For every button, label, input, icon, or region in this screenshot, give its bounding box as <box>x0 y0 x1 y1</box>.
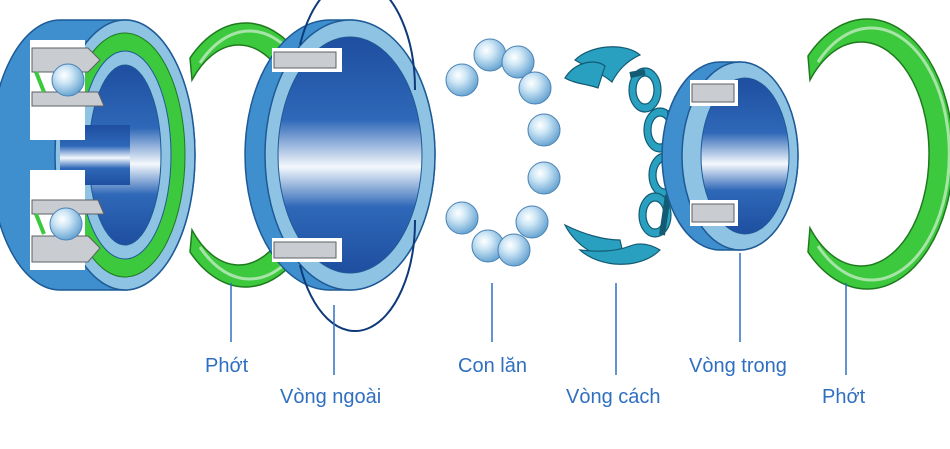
ball <box>515 205 549 239</box>
outer-ring <box>244 0 436 333</box>
assembled-bearing <box>0 19 196 291</box>
label-outer-ring: Vòng ngoài <box>280 386 382 408</box>
ball <box>445 63 479 97</box>
label-cage: Vòng cách <box>566 386 661 408</box>
rolling-elements <box>445 38 561 267</box>
label-inner-ring: Vòng trong <box>689 355 787 377</box>
ball <box>501 45 535 79</box>
seal-right <box>807 18 950 290</box>
ball <box>518 71 552 105</box>
ball <box>527 113 561 147</box>
label-rolling-elements: Con lăn <box>458 355 527 377</box>
ball <box>445 201 479 235</box>
inner-ring <box>661 61 799 251</box>
ball <box>497 233 531 267</box>
ball <box>527 161 561 195</box>
ball <box>473 38 507 72</box>
label-seal-right: Phớt <box>822 386 866 408</box>
label-seal-left: Phớt <box>205 355 249 377</box>
